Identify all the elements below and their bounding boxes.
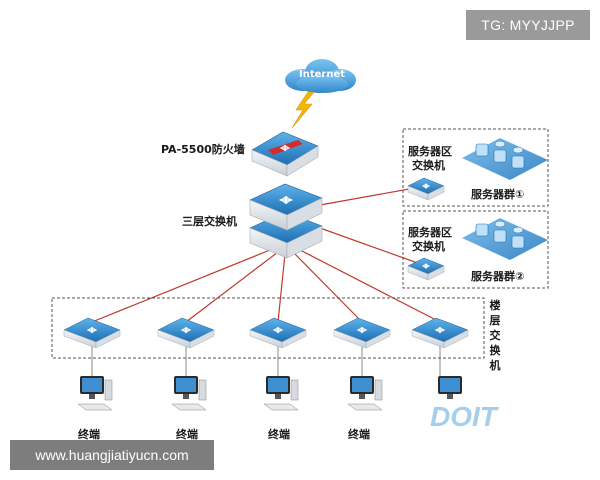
terminal-2-icon <box>171 376 207 411</box>
watermark-top: TG: MYYJJPP <box>466 10 590 40</box>
link-to-floor-switch-2 <box>185 251 279 323</box>
terminal-1-icon <box>77 376 113 411</box>
server-zone-1-switch-label-line1: 服务器区 <box>408 145 452 158</box>
core-switch-icon <box>249 183 323 259</box>
server-zone-2-switch-label-line1: 服务器区 <box>408 226 452 239</box>
terminal-2-label: 终端 <box>176 428 198 441</box>
floor-switch-1-icon <box>63 317 121 349</box>
server-cluster-2-icon <box>462 218 548 260</box>
server-cluster-2-label: 服务器群② <box>471 270 525 283</box>
floor-switch-label: 楼层交换机 <box>489 299 501 372</box>
server-zone-1-box <box>402 128 549 207</box>
firewall-icon <box>251 131 319 177</box>
terminal-3-label: 终端 <box>268 428 290 441</box>
floor-switch-3-icon <box>249 317 307 349</box>
link-to-server-zone-2 <box>319 227 427 267</box>
core-switch-label: 三层交换机 <box>182 215 237 228</box>
internet-cloud-icon <box>285 59 356 93</box>
server-cluster-1-icon <box>462 138 548 180</box>
floor-switch-4-icon <box>333 317 391 349</box>
server-zone-2-switch-label-line2: 交换机 <box>412 240 445 253</box>
floor-switch-box <box>51 297 485 359</box>
link-to-floor-switch-3 <box>277 253 286 323</box>
core-links <box>91 185 441 323</box>
server-zone-2-switch-icon <box>407 257 445 281</box>
server-zone-1-switch-icon <box>407 177 445 201</box>
access-links <box>91 342 441 378</box>
terminals <box>77 376 462 411</box>
server-zone-1-switch-label-line2: 交换机 <box>412 159 445 172</box>
terminal-5-icon <box>438 376 462 399</box>
internet-label: Internet <box>299 69 346 80</box>
lightning-bolt-icon <box>291 91 315 129</box>
floor-switch-2-icon <box>157 317 215 349</box>
server-cluster-1-label: 服务器群① <box>471 188 525 201</box>
floor-switch-5-icon <box>411 317 469 349</box>
link-to-floor-switch-4 <box>292 251 363 323</box>
doit-logo: DOIT <box>430 401 500 432</box>
watermark-bottom: www.huangjiatiyucn.com <box>10 440 214 470</box>
link-to-floor-switch-5 <box>299 249 441 323</box>
terminal-4-icon <box>347 376 383 411</box>
floor-switches <box>63 317 469 349</box>
server-zone-2-box <box>402 210 549 289</box>
terminal-1-label: 终端 <box>78 428 100 441</box>
terminal-4-label: 终端 <box>348 428 370 441</box>
firewall-label: PA-5500防火墙 <box>161 143 245 156</box>
link-to-floor-switch-1 <box>91 249 271 323</box>
terminal-3-icon <box>263 376 299 411</box>
